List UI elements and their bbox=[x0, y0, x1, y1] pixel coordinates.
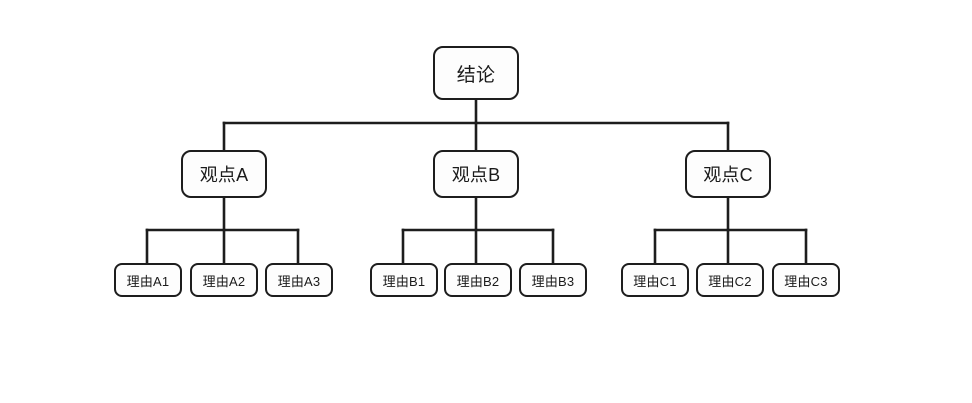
node-viewpoint-b[interactable]: 观点B bbox=[433, 150, 519, 198]
node-reason-c2[interactable]: 理由C2 bbox=[696, 263, 764, 297]
node-reason-c1[interactable]: 理由C1 bbox=[621, 263, 689, 297]
node-reason-b3[interactable]: 理由B3 bbox=[519, 263, 587, 297]
node-reason-a2[interactable]: 理由A2 bbox=[190, 263, 258, 297]
node-reason-a1[interactable]: 理由A1 bbox=[114, 263, 182, 297]
node-viewpoint-a[interactable]: 观点A bbox=[181, 150, 267, 198]
node-reason-c3[interactable]: 理由C3 bbox=[772, 263, 840, 297]
node-reason-b1[interactable]: 理由B1 bbox=[370, 263, 438, 297]
node-reason-a3[interactable]: 理由A3 bbox=[265, 263, 333, 297]
node-conclusion[interactable]: 结论 bbox=[433, 46, 519, 100]
node-viewpoint-c[interactable]: 观点C bbox=[685, 150, 771, 198]
node-reason-b2[interactable]: 理由B2 bbox=[444, 263, 512, 297]
